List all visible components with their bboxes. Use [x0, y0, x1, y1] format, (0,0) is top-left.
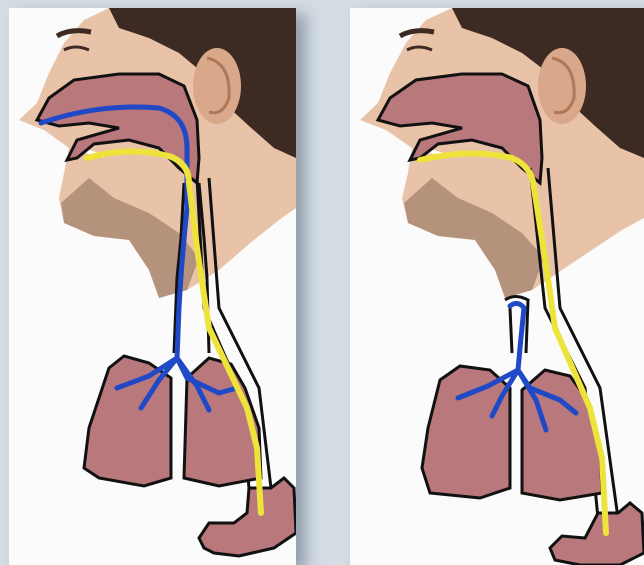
panel-breathing: [9, 8, 296, 565]
stomach-icon: [550, 503, 644, 565]
stomach-icon: [199, 478, 296, 556]
panel-swallowing: [350, 8, 644, 565]
lungs-icon: [422, 366, 602, 500]
anatomy-diagram-left: [9, 8, 296, 565]
anatomy-diagram-right: [350, 8, 644, 565]
